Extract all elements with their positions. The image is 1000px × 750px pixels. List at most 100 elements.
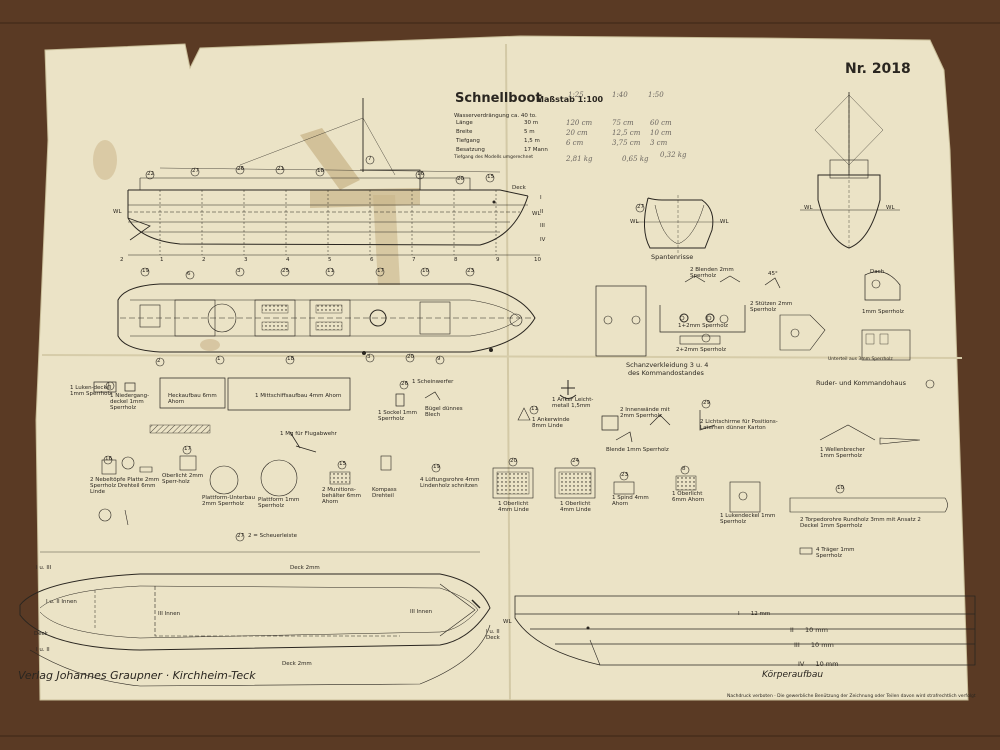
- spec-label: Länge: [456, 119, 473, 126]
- profile-callout: 10: [422, 268, 429, 274]
- spec-row-width: Breite 5 m: [454, 129, 559, 138]
- sperrholz2-label: 2+2mm Sperrholz: [676, 347, 727, 353]
- part-label: 2 Innenwände mit 2mm Sperrholz: [620, 407, 670, 419]
- profile-callout: 23: [467, 268, 474, 274]
- profile-hull: [127, 189, 529, 246]
- pencil-note: 2,81 kg: [566, 155, 593, 163]
- part-label: 1 Oberlicht 4mm Linde: [560, 501, 591, 513]
- spec-row-draft: Tiefgang 1,5 m: [454, 138, 559, 147]
- pencil-note: 1:25: [568, 91, 584, 99]
- profile-callout: 16: [417, 171, 424, 177]
- specs-block: Wasserverdrängung ca. 40 to. Länge 30 m …: [454, 113, 559, 160]
- part-number: 19: [433, 464, 440, 470]
- publisher-line: Verlag Johannes Graupner · Kirchheim-Tec…: [18, 669, 256, 682]
- part-label: 1 Luken-deckel 1mm Sperrholz: [70, 385, 112, 397]
- part-label: 2 Lichtschirme für Positions-Laternen dü…: [700, 419, 778, 431]
- fold-line: [505, 43, 511, 701]
- part-label: 1 Lukendeckel 1mm Sperrholz: [720, 513, 776, 525]
- part-label: 2 Torpedorohre Rundholz 3mm mit Ansatz 2…: [800, 517, 921, 529]
- part-number: 16: [105, 456, 112, 462]
- plank-thickness: 10 mm: [804, 626, 828, 634]
- part-label: Kompass Drehteil: [372, 487, 397, 499]
- stuetzen-label: 2 Stützen 2mm Sperrholz: [750, 301, 793, 313]
- spec-value: 17 Mann: [524, 146, 548, 153]
- stain: [93, 140, 117, 180]
- pencil-note: 3 cm: [650, 139, 668, 147]
- paper-sheet: [35, 35, 969, 701]
- part-number: 23: [621, 472, 628, 478]
- profile-roman: II: [540, 209, 544, 215]
- body-plank-label: IV 10 mm: [798, 651, 838, 670]
- part-label: Plattform 1mm Sperrholz: [258, 497, 300, 509]
- station-number: 9: [496, 257, 500, 263]
- spanten-wl: WL: [720, 219, 729, 225]
- pencil-note: 120 cm: [566, 119, 593, 127]
- part-number: 17: [184, 446, 191, 452]
- profile-roman: I: [540, 195, 542, 201]
- profile-callout: 25: [282, 268, 289, 274]
- part-label: 2 = Scheuerleiste: [248, 533, 297, 539]
- sheet-number: Nr. 2018: [845, 61, 911, 77]
- part-number: 10: [837, 485, 844, 491]
- profile-callout: 7: [368, 156, 372, 162]
- hull-deck: Deck: [34, 631, 48, 637]
- part-label: 4 Lüftungsrohre 4mm Lindenholz schnitzen: [420, 477, 480, 489]
- plank-num: IV: [798, 660, 805, 668]
- spanten-caption: Spantenrisse: [651, 253, 694, 261]
- profile-callout: 19: [142, 268, 149, 274]
- body-plank-label: III 10 mm: [794, 632, 834, 651]
- part-number: 8: [682, 466, 686, 472]
- body-plank-label: II 10 mm: [790, 617, 828, 636]
- plan-callout: 2: [157, 358, 161, 364]
- profile-callout: 21: [277, 166, 284, 172]
- profile-callout: 20: [457, 176, 464, 182]
- hull-innen-1: I u. II Innen: [46, 599, 77, 605]
- hull-bottom-left: I u. II: [36, 647, 50, 653]
- profile-roman: III: [540, 223, 545, 229]
- pencil-note: 0,65 kg: [622, 155, 649, 163]
- hull-innen-2: III Innen: [158, 611, 181, 617]
- station-number: 8: [454, 257, 458, 263]
- profile-callout: 27: [192, 168, 199, 174]
- part-label: Bügel dünnes Blech: [425, 406, 463, 418]
- plan-callout: 20: [407, 354, 414, 360]
- part-number: 1: [107, 382, 111, 388]
- plan-callout: 3: [367, 354, 371, 360]
- station-number: 3: [244, 257, 248, 263]
- spec-note: Tiefgang des Modells umgerechnet: [454, 154, 533, 160]
- part-label: 1 Scheinwerfer: [412, 379, 454, 385]
- station-number: 6: [370, 257, 374, 263]
- spanten-view: [644, 197, 714, 249]
- profile-callout: 18: [317, 168, 324, 174]
- part-label: 1 Oberlicht 4mm Linde: [498, 501, 529, 513]
- hull-left-label: I u. III: [36, 565, 52, 571]
- front-view-wl: WL: [886, 205, 895, 211]
- plan-callout: 18: [287, 356, 294, 362]
- station-number: 1: [160, 257, 164, 263]
- part-label: Oberlicht 2mm Sperr-holz: [162, 473, 204, 485]
- profile-callout: 26: [237, 166, 244, 172]
- part-label: 1 Wellenbrecher 1mm Sperrholz: [820, 447, 865, 459]
- hull-plan-view: [19, 573, 491, 651]
- hull-innen-3: III Innen: [410, 609, 433, 615]
- part-label: 1 Sockel 1mm Sperrholz: [378, 410, 417, 422]
- spec-row-length: Länge 30 m: [454, 120, 559, 129]
- part-number: 26: [401, 381, 408, 387]
- body-plank-label: I 12 mm: [738, 600, 770, 619]
- tape-strip: [300, 128, 360, 190]
- table-plank-seam: [0, 22, 1000, 24]
- part-label: 1 Mittschiffsaufbau 4mm Ahorn: [255, 393, 342, 399]
- profile-callout: 15: [487, 174, 494, 180]
- spec-label: Besatzung: [456, 146, 485, 153]
- front-view-wl: WL: [804, 205, 813, 211]
- part-number: 27: [237, 533, 244, 539]
- part-label: 1 Mg für Flugabwehr: [280, 431, 337, 437]
- pencil-note: 1:40: [612, 91, 628, 99]
- profile-wl-right: WL: [532, 211, 541, 217]
- profile-callout: 22: [147, 171, 154, 177]
- part-number: 24: [572, 458, 579, 464]
- spec-label: Breite: [456, 128, 473, 135]
- pencil-note: 3,75 cm: [612, 139, 641, 147]
